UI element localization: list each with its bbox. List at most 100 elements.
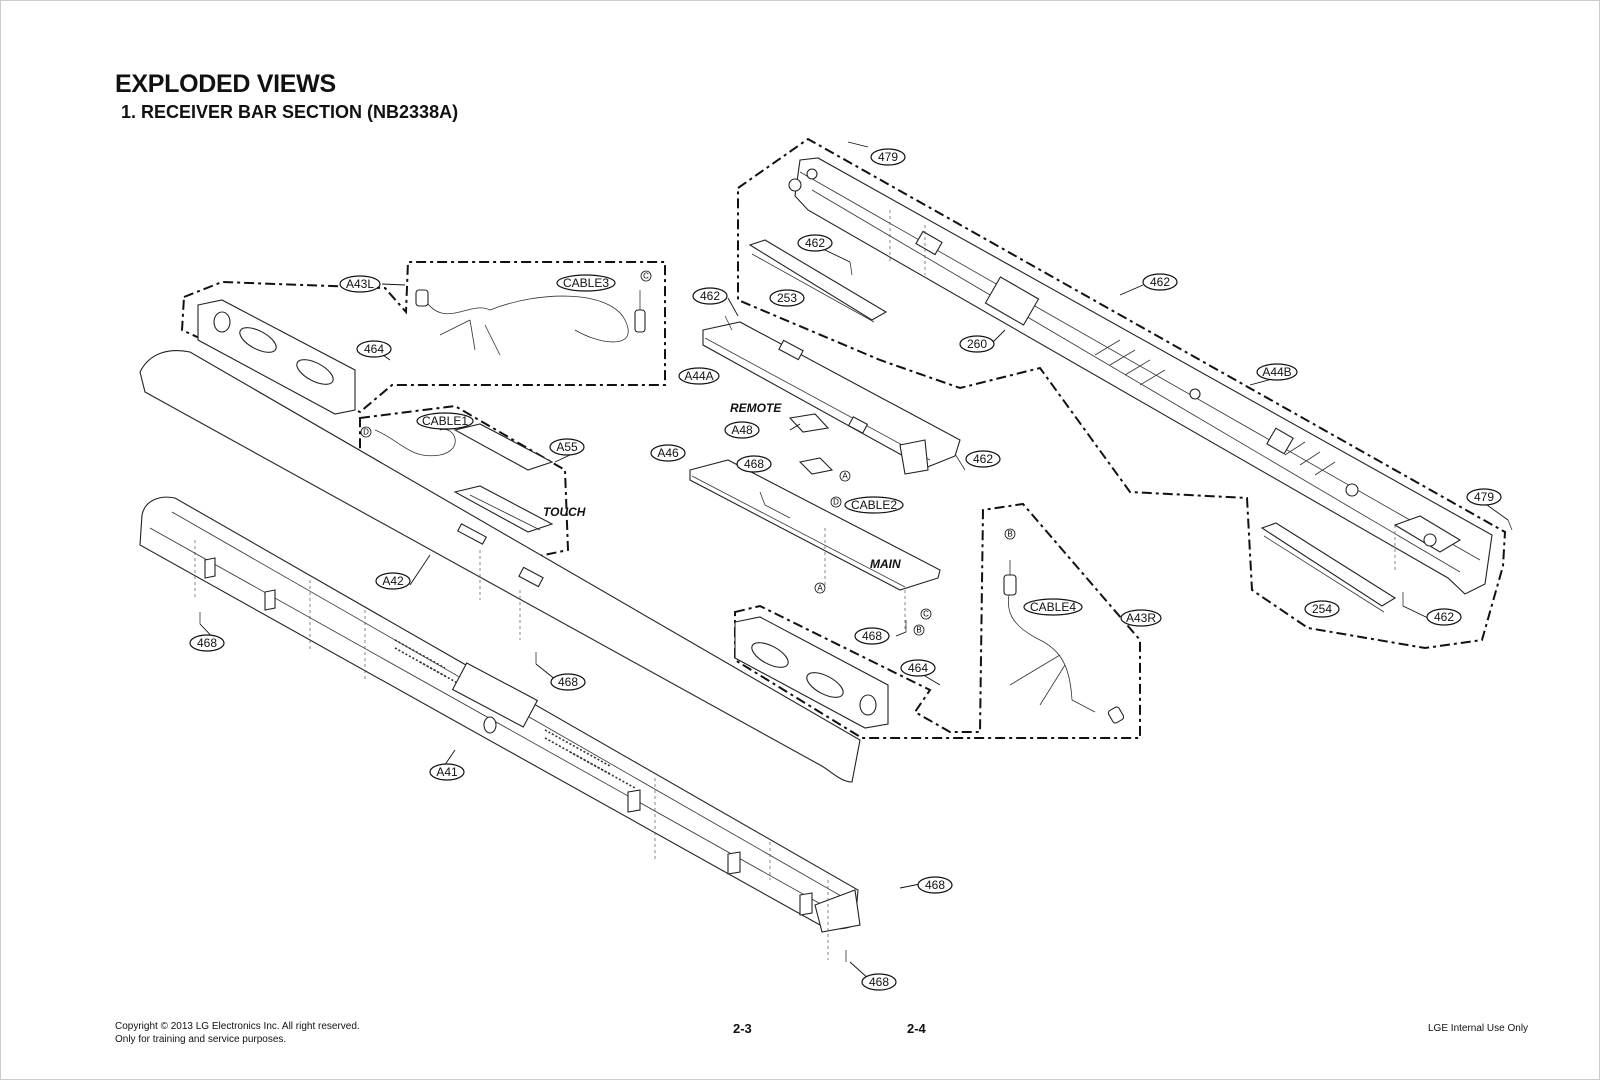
part-label-464: 464 xyxy=(356,340,392,358)
screws xyxy=(199,261,1513,962)
svg-text:260: 260 xyxy=(967,337,987,351)
part-label-468: 468 xyxy=(917,876,953,894)
section-title: 1. RECEIVER BAR SECTION (NB2338A) xyxy=(121,102,459,122)
left-speaker-a43l xyxy=(197,299,356,415)
part-label-cable3: CABLE3 xyxy=(556,274,616,292)
main-annotation: MAIN xyxy=(870,557,901,571)
svg-text:A44A: A44A xyxy=(684,369,713,383)
part-label-a41: A41 xyxy=(429,763,465,781)
page-title: EXPLODED VIEWS xyxy=(115,70,336,98)
svg-text:468: 468 xyxy=(558,675,578,689)
remote-board-a48 xyxy=(788,413,830,433)
part-label-468: 468 xyxy=(189,634,225,652)
touch-board-group-outline xyxy=(359,404,570,560)
page-number-right: 2-4 xyxy=(907,1021,926,1036)
copyright-notice: Copyright © 2013 LG Electronics Inc. All… xyxy=(115,1020,360,1046)
svg-text:C: C xyxy=(923,610,929,619)
svg-text:462: 462 xyxy=(700,289,720,303)
bracket-253 xyxy=(748,239,888,321)
connector-d-cable1: D xyxy=(360,426,372,438)
part-label-a44a: A44A xyxy=(678,367,720,385)
svg-text:A41: A41 xyxy=(436,765,458,779)
cable4 xyxy=(1003,560,1125,724)
svg-text:CABLE2: CABLE2 xyxy=(851,498,897,512)
svg-text:464: 464 xyxy=(364,342,384,356)
front-frame-a41 xyxy=(139,496,861,933)
svg-text:468: 468 xyxy=(197,636,217,650)
svg-text:B: B xyxy=(1007,530,1012,539)
part-label-462: 462 xyxy=(1142,273,1178,291)
part-label-a44b: A44B xyxy=(1256,363,1298,381)
connector-c-main: C xyxy=(920,608,932,620)
part-label-479: 479 xyxy=(1466,488,1502,506)
right-speaker-a43r xyxy=(734,616,889,729)
page-number-left: 2-3 xyxy=(733,1021,752,1036)
part-label-a43l: A43L xyxy=(339,275,381,293)
svg-text:254: 254 xyxy=(1312,602,1332,616)
cable1 xyxy=(374,428,456,457)
svg-text:A55: A55 xyxy=(556,440,578,454)
part-label-a48: A48 xyxy=(724,421,760,439)
connector-a-main: A xyxy=(814,582,826,594)
connector-a-board: A xyxy=(839,470,851,482)
bracket-254 xyxy=(1260,522,1397,607)
part-label-462: 462 xyxy=(797,234,833,252)
part-label-462: 462 xyxy=(1426,608,1462,626)
connector-d-board: D xyxy=(830,496,842,508)
svg-text:A43L: A43L xyxy=(346,277,374,291)
connector-b-cable4: B xyxy=(1004,528,1016,540)
svg-text:A48: A48 xyxy=(731,423,753,437)
rear-frame-a44b xyxy=(788,157,1493,595)
svg-text:A42: A42 xyxy=(382,574,404,588)
copyright-line-1: Copyright © 2013 LG Electronics Inc. All… xyxy=(115,1021,360,1032)
part-label-260: 260 xyxy=(959,335,995,353)
left-speaker-group-outline xyxy=(180,261,666,414)
part-label-462: 462 xyxy=(692,287,728,305)
svg-text:A: A xyxy=(842,472,848,481)
rear-frame-group-outline xyxy=(737,137,1507,650)
part-label-a43r: A43R xyxy=(1120,609,1162,627)
part-label-cable1: CABLE1 xyxy=(416,412,474,430)
part-label-479: 479 xyxy=(870,148,906,166)
part-label-a42: A42 xyxy=(375,572,411,590)
svg-text:A46: A46 xyxy=(657,446,679,460)
svg-text:468: 468 xyxy=(744,457,764,471)
svg-text:462: 462 xyxy=(805,236,825,250)
part-label-468: 468 xyxy=(736,455,772,473)
svg-text:253: 253 xyxy=(777,291,797,305)
svg-text:D: D xyxy=(363,428,369,437)
part-label-254: 254 xyxy=(1304,600,1340,618)
part-label-468: 468 xyxy=(854,627,890,645)
copyright-line-2: Only for training and service purposes. xyxy=(115,1034,287,1045)
svg-text:CABLE4: CABLE4 xyxy=(1030,600,1076,614)
part-label-253: 253 xyxy=(769,289,805,307)
touch-board-a55 xyxy=(453,423,554,533)
part-label-462: 462 xyxy=(965,450,1001,468)
svg-text:468: 468 xyxy=(869,975,889,989)
svg-text:A44B: A44B xyxy=(1262,365,1291,379)
svg-text:C: C xyxy=(643,272,649,281)
svg-text:479: 479 xyxy=(878,150,898,164)
svg-text:462: 462 xyxy=(1434,610,1454,624)
part-label-a55: A55 xyxy=(549,438,585,456)
top-cover-a42 xyxy=(139,350,861,783)
svg-text:A: A xyxy=(817,584,823,593)
part-label-cable4: CABLE4 xyxy=(1023,598,1083,616)
svg-text:479: 479 xyxy=(1474,490,1494,504)
part-label-cable2: CABLE2 xyxy=(844,496,904,514)
main-board-a46 xyxy=(689,459,941,591)
svg-text:A43R: A43R xyxy=(1126,611,1156,625)
svg-text:462: 462 xyxy=(973,452,993,466)
annotations: REMOTE TOUCH MAIN xyxy=(543,401,901,571)
svg-text:B: B xyxy=(916,626,921,635)
part-label-a46: A46 xyxy=(650,444,686,462)
svg-text:D: D xyxy=(833,498,839,507)
internal-use-notice: LGE Internal Use Only xyxy=(1428,1023,1529,1034)
svg-text:468: 468 xyxy=(862,629,882,643)
connector-b-main: B xyxy=(913,624,925,636)
part-label-468: 468 xyxy=(550,673,586,691)
plate-a44a xyxy=(702,321,961,475)
svg-text:CABLE1: CABLE1 xyxy=(422,414,468,428)
part-label-468: 468 xyxy=(861,973,897,991)
